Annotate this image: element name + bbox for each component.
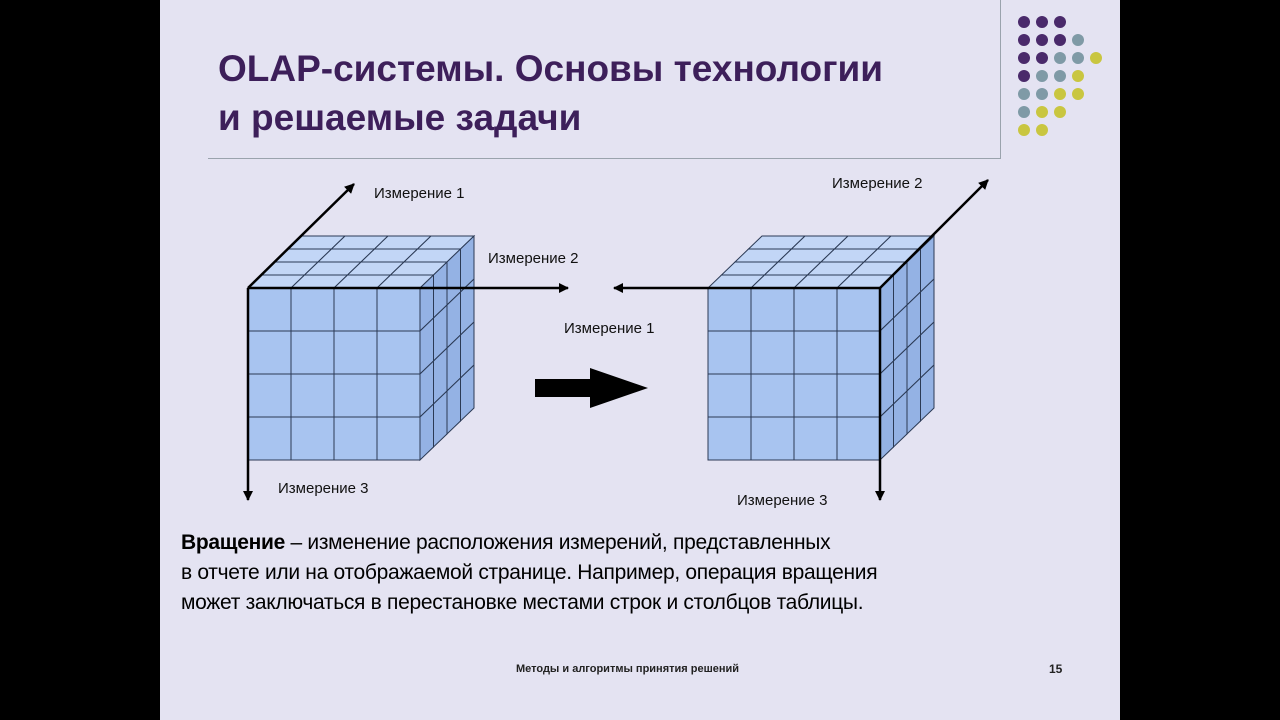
right-dim-down-label: Измерение 3 — [737, 492, 828, 509]
body-paragraph: Вращение – изменение расположения измере… — [181, 528, 1101, 618]
slide: OLAP-системы. Основы технологии и решаем… — [160, 0, 1120, 720]
right-cube: Измерение 2 Измерение 1 Измерение 3 — [564, 175, 989, 509]
cube-front-cell — [333, 287, 378, 332]
rotation-arrow — [535, 368, 648, 408]
cube-front-cell — [247, 287, 292, 332]
slide-title: OLAP-системы. Основы технологии и решаем… — [218, 44, 1018, 142]
body-line-1: Вращение – изменение расположения измере… — [181, 528, 1101, 558]
cube-front-cell — [247, 373, 292, 418]
cube-front-cell — [290, 416, 335, 461]
cube-front-cell — [247, 330, 292, 375]
cube-front-cell — [707, 330, 752, 375]
cube-front-cell — [247, 416, 292, 461]
cube-front-cell — [750, 330, 795, 375]
cube-front-cell — [750, 416, 795, 461]
cube-side-cell — [920, 363, 935, 423]
slide-title-line-1: OLAP-системы. Основы технологии — [218, 48, 884, 89]
left-dim-right-label: Измерение 2 — [488, 250, 579, 267]
cube-front-cell — [707, 416, 752, 461]
cube-front-cell — [836, 287, 881, 332]
right-dim-up-label: Измерение 2 — [832, 175, 923, 192]
body-line-2: в отчете или на отображаемой странице. Н… — [181, 561, 878, 584]
cube-front-cell — [376, 416, 421, 461]
body-term: Вращение — [181, 531, 285, 554]
cube-front-cell — [290, 287, 335, 332]
cube-front-cell — [836, 416, 881, 461]
cube-front-cell — [750, 373, 795, 418]
cube-front-cell — [793, 416, 838, 461]
left-dim-down-label: Измерение 3 — [278, 480, 369, 497]
cube-front-cell — [376, 330, 421, 375]
cube-front-cell — [290, 330, 335, 375]
cube-front-cell — [793, 287, 838, 332]
cube-front-cell — [290, 373, 335, 418]
olap-rotation-diagram: Измерение 1 Измерение 2 Измерение 3 Изме… — [243, 175, 989, 509]
slide-title-line-2: и решаемые задачи — [218, 97, 582, 138]
cube-front-cell — [793, 373, 838, 418]
footer-text: Методы и алгоритмы принятия решений — [516, 663, 740, 675]
cube-front-cell — [333, 373, 378, 418]
page-number: 15 — [1049, 662, 1063, 676]
cube-front-cell — [793, 330, 838, 375]
right-dim-left-label: Измерение 1 — [564, 320, 655, 337]
title-divider — [208, 158, 1000, 159]
cube-front-cell — [707, 373, 752, 418]
body-line-1-text: – изменение расположения измерений, пред… — [284, 531, 831, 554]
cube-front-cell — [750, 287, 795, 332]
cube-front-cell — [707, 287, 752, 332]
cube-front-cell — [376, 373, 421, 418]
left-dim-up-axis — [247, 183, 355, 289]
left-cube: Измерение 1 Измерение 2 Измерение 3 — [243, 183, 579, 501]
title-vertical-divider — [1000, 0, 1001, 159]
right-dim-up-axis — [879, 179, 989, 289]
cube-front-cell — [333, 416, 378, 461]
left-dim-up-label: Измерение 1 — [374, 185, 465, 202]
body-line-3: может заключаться в перестановке местами… — [181, 591, 864, 614]
cube-front-cell — [376, 287, 421, 332]
cube-front-cell — [836, 330, 881, 375]
cube-front-cell — [836, 373, 881, 418]
cube-side-cell — [460, 363, 475, 423]
cube-front-cell — [333, 330, 378, 375]
